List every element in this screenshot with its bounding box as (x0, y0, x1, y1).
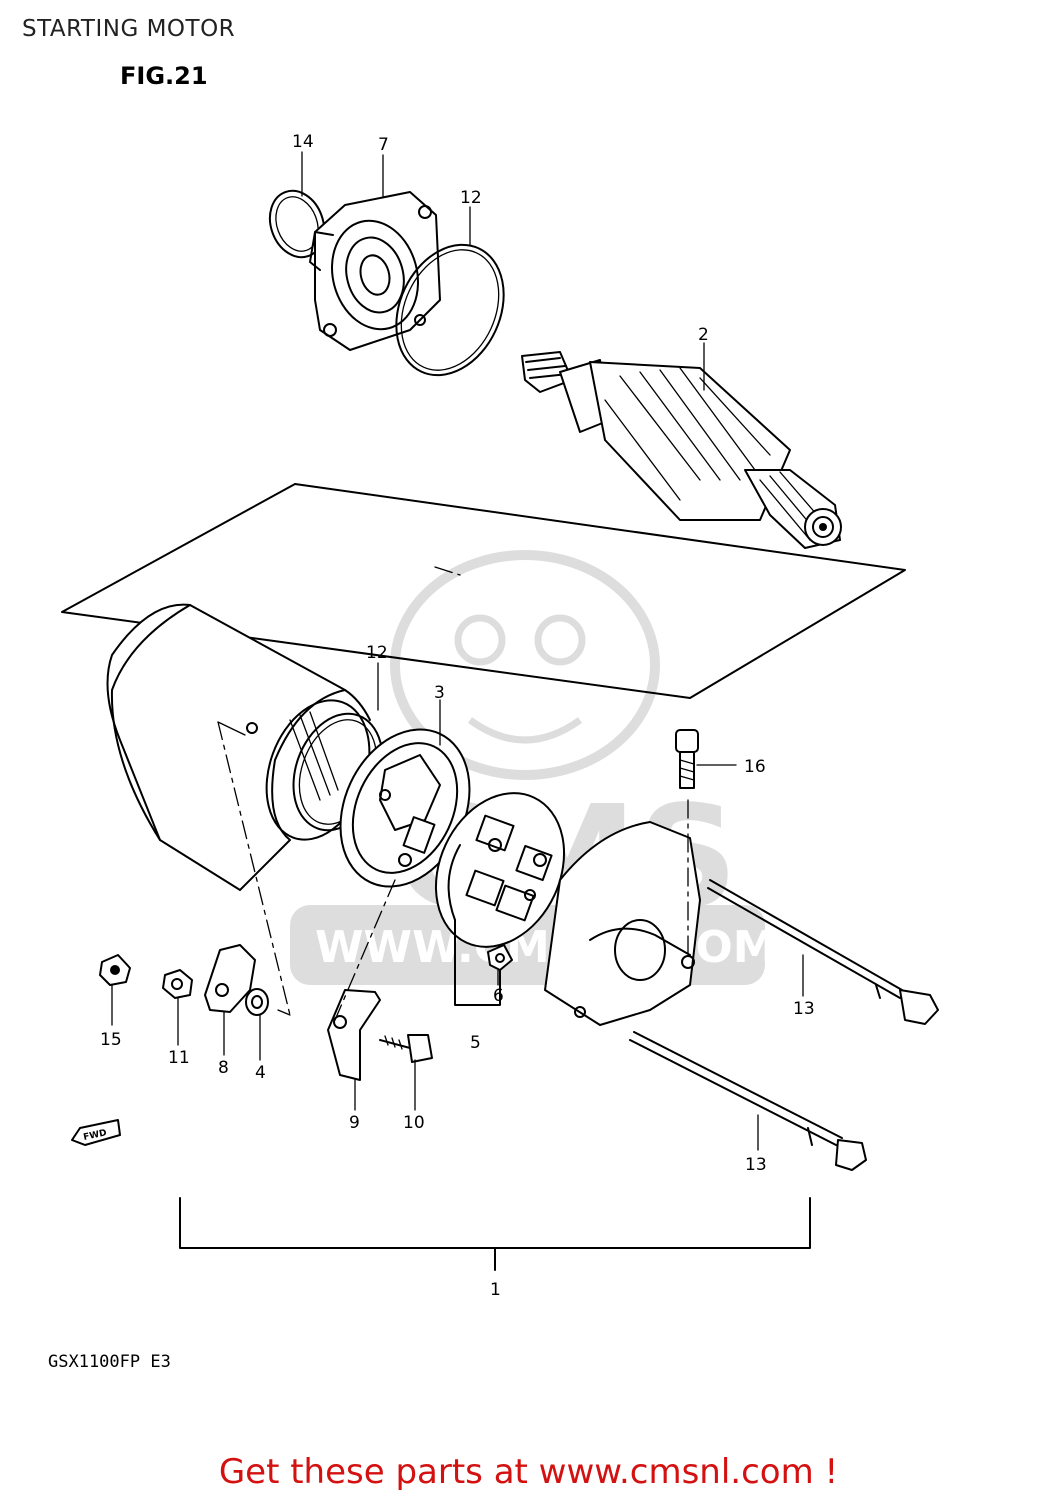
watermark-url: WWW.CMSNL.COM (315, 922, 777, 973)
fwd-label: FWD (83, 1128, 108, 1143)
part-2-armature[interactable] (521, 351, 842, 549)
part-13-through-bolt-upper[interactable] (707, 879, 939, 1025)
callout-11: 11 (168, 1048, 190, 1068)
callout-16: 16 (744, 757, 766, 777)
part-11-nut[interactable] (162, 969, 193, 999)
model-code: GSX1100FP E3 (48, 1352, 171, 1372)
part-9-plate[interactable] (327, 989, 381, 1081)
callout-1: 1 (490, 1280, 501, 1300)
callout-12-upper: 12 (460, 188, 482, 208)
part-8-insulator[interactable] (204, 944, 256, 1013)
part-10-screw[interactable] (379, 1034, 433, 1063)
part-13-through-bolt-lower[interactable] (629, 1031, 867, 1171)
callout-14: 14 (292, 132, 314, 152)
part-12-o-ring-upper[interactable] (376, 227, 524, 393)
callout-4: 4 (255, 1063, 266, 1083)
assembly-guide-lines (217, 566, 689, 1021)
callout-2: 2 (698, 325, 709, 345)
armature-group-frame (61, 483, 906, 699)
part-7-end-cover[interactable] (309, 191, 441, 351)
rear-cover[interactable] (544, 821, 701, 1026)
forward-arrow: FWD (71, 1119, 121, 1146)
callout-7: 7 (378, 135, 389, 155)
callout-10: 10 (403, 1113, 425, 1133)
part-6-brush[interactable] (487, 944, 513, 971)
part-5-bracket (454, 919, 501, 1006)
leader-lines (111, 151, 804, 1151)
callout-15: 15 (100, 1030, 122, 1050)
callout-5: 5 (470, 1033, 481, 1053)
part-1-assembly-bracket (179, 1197, 811, 1249)
callout-12-lower: 12 (366, 643, 388, 663)
part-5-brush-holder[interactable] (412, 772, 588, 968)
part-14-o-ring[interactable] (261, 183, 333, 265)
footer-shop-link[interactable]: Get these parts at www.cmsnl.com ! (218, 1452, 839, 1492)
callout-13-upper: 13 (793, 999, 815, 1019)
callout-3: 3 (434, 683, 445, 703)
part-15-nut[interactable] (99, 954, 131, 986)
page-title: STARTING MOTOR (22, 16, 236, 42)
figure-label: FIG.21 (120, 62, 208, 90)
callout-labels: 14 7 12 2 12 3 16 15 11 8 4 6 5 13 9 10 … (100, 132, 815, 1300)
callout-9: 9 (349, 1113, 360, 1133)
part-4-washer[interactable] (245, 988, 269, 1016)
callout-6: 6 (493, 986, 504, 1006)
part-3-brush-plate[interactable] (316, 708, 494, 907)
callout-8: 8 (218, 1058, 229, 1078)
callout-13-lower: 13 (745, 1155, 767, 1175)
yoke-housing[interactable] (106, 603, 388, 891)
part-16-bolt[interactable] (675, 729, 699, 789)
